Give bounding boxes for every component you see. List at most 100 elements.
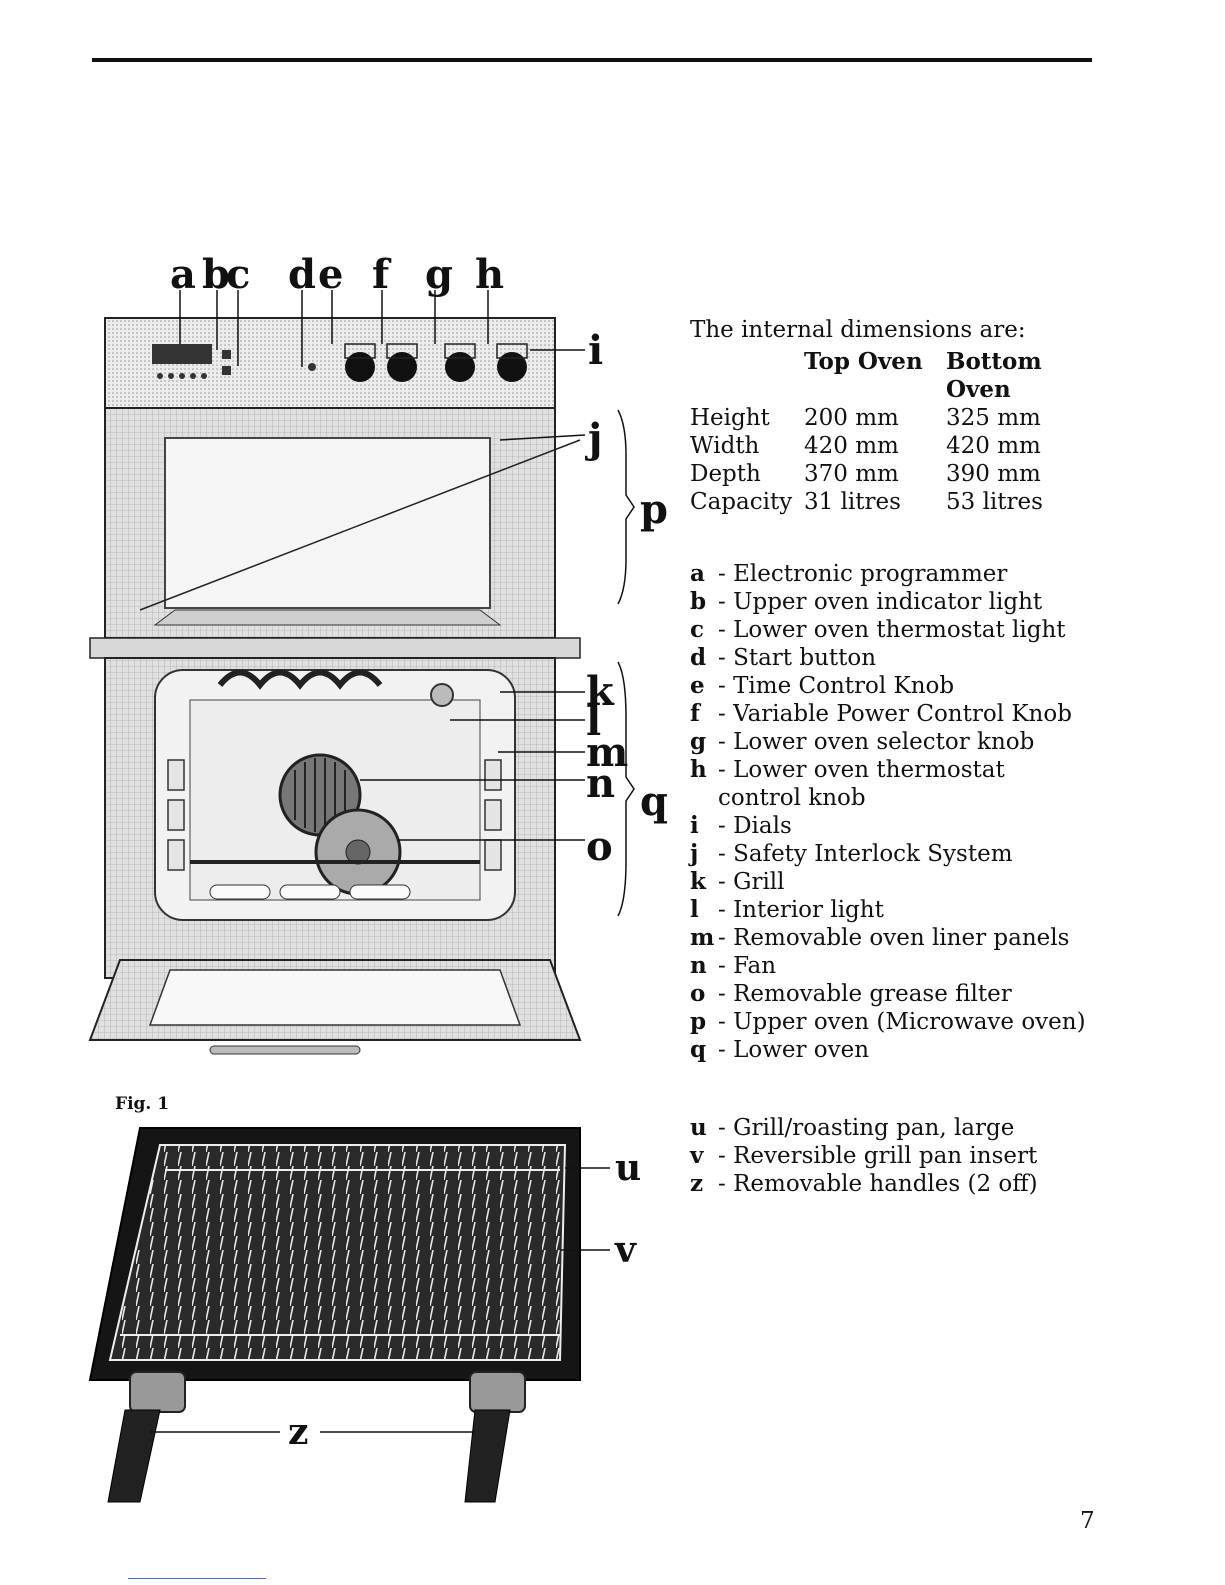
legend-text: - Removable handles (2 off) [718,1171,1038,1197]
label-p: p [640,486,668,533]
legend-list: a - Electronic programmer b - Upper oven i… [690,560,1210,1064]
top-rule [92,58,1092,62]
dim-label: Capacity [690,489,793,515]
dim-bottom: 325 mm [946,405,1041,431]
dim-top: 420 mm [804,433,899,459]
legend-text: - Removable oven liner panels [718,925,1070,951]
legend-key: a [690,560,705,587]
legend-key: f [690,700,700,727]
list-item: z - Removable handles (2 off) [690,1170,1210,1198]
label-n: n [586,760,615,807]
dim-top: 200 mm [804,405,899,431]
accessory-legend-list: u - Grill/roasting pan, large v- Reversib… [690,1114,1210,1198]
legend-key: k [690,868,706,895]
list-item: n - Fan [690,952,1210,980]
legend-key: d [690,644,707,671]
legend-key: v [690,1142,704,1169]
legend-text: - Upper oven (Microwave oven) [718,1009,1086,1035]
dimensions-header-top-oven: Top Oven [804,348,923,375]
dim-bottom: 53 litres [946,489,1043,515]
list-item: p- Upper oven (Microwave oven) [690,1008,1210,1036]
list-item: e- Time Control Knob [690,672,1210,700]
legend-key: q [690,1036,707,1063]
legend-text: - Fan [718,953,777,979]
table-row: Capacity 31 litres 53 litres [690,488,1106,516]
table-row: Height 200 mm 325 mm [690,404,1106,432]
legend-key: h [690,756,707,783]
label-a: a [170,251,196,298]
legend-text: - Grill [718,869,785,895]
legend-key: c [690,616,705,643]
legend-key: n [690,952,707,979]
list-item: u - Grill/roasting pan, large [690,1114,1210,1142]
dim-bottom: 420 mm [946,433,1041,459]
list-item: k - Grill [690,868,1210,896]
list-item: d - Start button [690,644,1210,672]
legend-key: l [690,896,699,923]
list-item: b - Upper oven indicator light [690,588,1210,616]
list-item: l - Interior light [690,896,1210,924]
list-item: q - Lower oven [690,1036,1210,1064]
legend-key: g [690,728,707,755]
legend-key: i [690,812,699,839]
dim-label: Width [690,433,760,459]
label-q: q [640,778,668,825]
label-j: j [585,415,602,462]
table-row: Depth 370 mm 390 mm [690,460,1106,488]
bottom-link-underline [128,1578,266,1579]
list-item: o - Removable grease filter [690,980,1210,1008]
list-item: g - Lower oven selector knob [690,728,1210,756]
legend-text: - Start button [718,645,877,671]
dimensions-table: Top Oven Bottom Oven Height 200 mm 325 m… [690,348,1106,516]
label-d: d [288,251,316,298]
legend-text: - Upper oven indicator light [718,589,1043,615]
label-i: i [588,327,603,374]
legend-key: z [690,1170,704,1197]
list-item: i - Dials [690,812,1210,840]
label-k: k [586,668,615,715]
dimensions-header-bottom-oven: Bottom Oven [946,348,1042,403]
legend-text: - Safety Interlock System [718,841,1013,867]
oven-figure: a b c d e f g h i j p k l m n q o [80,240,680,1080]
legend-text: - Dials [718,813,792,839]
label-g: g [425,251,453,298]
legend-text: - Interior light [718,897,884,923]
legend-key: m [690,924,715,951]
label-u: u [615,1147,641,1189]
legend-text: - Lower oven thermostat control knob [718,757,1005,811]
label-z: z [288,1411,308,1453]
legend-text: - Grill/roasting pan, large [718,1115,1015,1141]
legend-text: - Electronic programmer [718,561,1008,587]
legend-text: - Lower oven [718,1037,870,1063]
legend-key: b [690,588,707,615]
label-l: l [586,698,601,745]
dimensions-header-row: Top Oven Bottom Oven [690,348,1106,404]
legend-text: - Variable Power Control Knob [718,701,1072,727]
legend-key: u [690,1114,707,1141]
table-row: Width 420 mm 420 mm [690,432,1106,460]
label-m: m [586,729,628,776]
label-c: c [226,251,250,298]
page-number: 7 [1080,1508,1095,1534]
list-item: j- Safety Interlock System [690,840,1210,868]
list-item: a - Electronic programmer [690,560,1210,588]
dimensions-header-blank [690,348,804,404]
legend-text: - Lower oven selector knob [718,729,1035,755]
label-h: h [475,251,504,298]
dim-top: 31 litres [804,489,901,515]
oven-illustration: a b c d e f g h i j p k l m n q o [88,251,668,1055]
dim-bottom: 390 mm [946,461,1041,487]
label-f: f [372,251,392,298]
list-item: v- Reversible grill pan insert [690,1142,1210,1170]
label-e: e [318,251,343,298]
legend-key: o [690,980,706,1007]
figure-caption: Fig. 1 [115,1094,170,1114]
legend-text: - Removable grease filter [718,981,1012,1007]
label-o: o [586,823,613,870]
list-item: m- Removable oven liner panels [690,924,1210,952]
dimensions-intro: The internal dimensions are: [690,317,1026,343]
grill-pan-figure: u v z [80,1110,680,1520]
list-item: f - Variable Power Control Knob [690,700,1210,728]
list-item: h - Lower oven thermostat control knob [690,756,1210,812]
dim-label: Depth [690,461,761,487]
